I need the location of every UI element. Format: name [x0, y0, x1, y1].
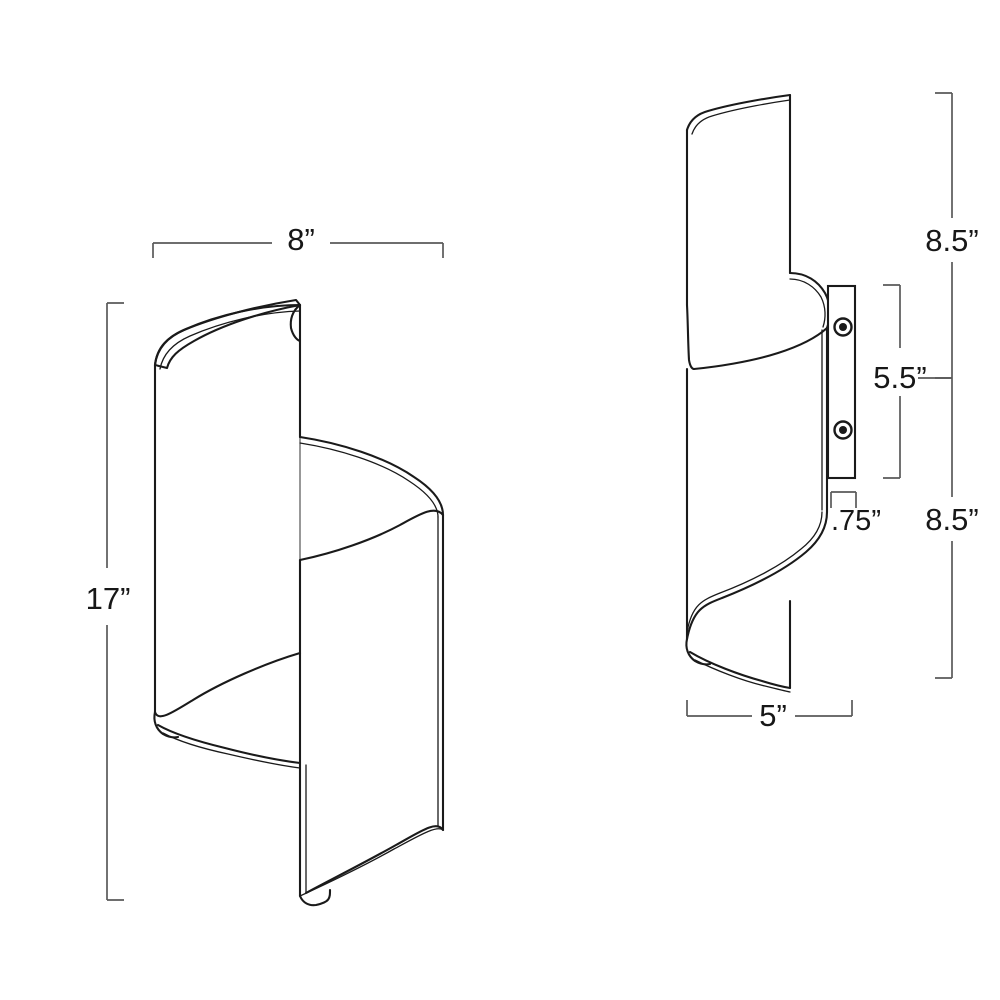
- front-mid-curve-upper-inner: [299, 442, 439, 518]
- dimension-side-depth: [686, 700, 853, 717]
- dimension-label-front-width: 8”: [287, 222, 315, 257]
- side-bottom-curve-inner: [686, 511, 823, 633]
- dimension-front-height: [106, 302, 124, 901]
- front-spiral-shade: [153, 298, 445, 907]
- front-top-curve-inner: [159, 310, 301, 370]
- side-bottom-cusp: [685, 637, 712, 666]
- dimension-label-side-upper: 8.5”: [925, 223, 978, 258]
- front-bottom-curve-inner: [299, 828, 444, 897]
- dimension-label-front-height: 17”: [86, 581, 131, 616]
- dimension-front-width: [152, 242, 444, 258]
- side-bulge-upper-inner: [789, 278, 826, 328]
- side-elevation-view: [685, 93, 857, 693]
- front-bottom-tip: [298, 888, 332, 907]
- dimension-label-side-lower: 8.5”: [925, 502, 978, 537]
- side-mid-curve: [692, 326, 829, 371]
- mounting-screw-upper: [833, 317, 853, 337]
- dimension-side-offset: [830, 491, 857, 508]
- front-top-curve-outer: [153, 303, 302, 367]
- mounting-screw-lower: [833, 420, 853, 440]
- dimension-side-plate: [883, 284, 952, 479]
- side-bottom-lower-edge-inner: [694, 659, 791, 693]
- dimension-label-side-plate: 5.5”: [873, 360, 926, 395]
- side-spiral-shade: [685, 93, 831, 693]
- front-mid-curve-upper-outer: [298, 435, 445, 517]
- side-bulge-upper: [788, 271, 831, 330]
- front-elevation-view: [153, 298, 445, 907]
- front-bottom-curve: [304, 825, 445, 895]
- side-left-rim-join: [685, 303, 696, 371]
- side-bottom-curve-outer: [685, 510, 829, 641]
- front-mid-curve-lower: [298, 509, 445, 562]
- front-lower-curve-return-inner: [162, 732, 301, 769]
- dimension-label-side-depth: 5”: [759, 698, 787, 733]
- front-lower-curve-upper: [153, 651, 302, 718]
- side-bottom-lower-edge: [688, 650, 792, 690]
- dimension-label-side-offset: .75”: [831, 505, 881, 537]
- mounting-plate: [826, 284, 857, 480]
- front-lower-curve-return: [156, 723, 302, 765]
- dimension-side-lower: [935, 378, 953, 679]
- side-top-curve-outer: [685, 93, 792, 132]
- side-top-curve-inner: [691, 99, 791, 135]
- front-left-face-fill: [155, 365, 181, 744]
